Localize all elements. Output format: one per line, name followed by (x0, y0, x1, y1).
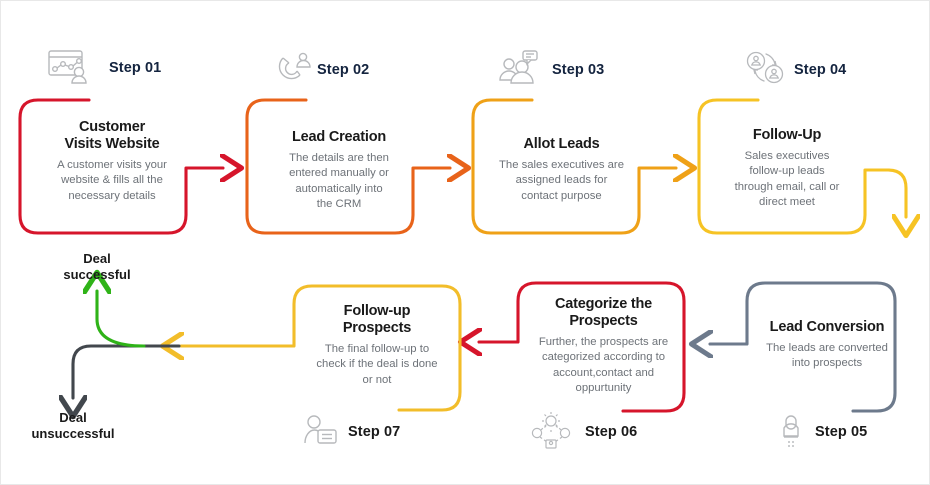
connector-step-03 (471, 98, 676, 235)
connector-step-07 (181, 284, 462, 412)
step-title-04: Follow-Up (752, 127, 822, 143)
team-chat-icon (497, 48, 541, 93)
step-card-04: Follow-Up Sales executives follow-up lea… (707, 127, 867, 211)
step-card-05: Lead Conversion The leads are converted … (753, 319, 901, 372)
step-desc-03: The sales executives are assigned leads … (499, 159, 624, 202)
step-label-01: Step 01 (109, 60, 162, 76)
connector-step-05 (710, 281, 897, 413)
step-card-02: Lead Creation The details are then enter… (259, 129, 419, 213)
website-analytics-user-icon (45, 48, 93, 93)
step-label-06: Step 06 (585, 424, 638, 440)
connector-step-02 (245, 98, 450, 235)
contact-card-person-icon (301, 411, 343, 456)
step-title-06: Categorize the Prospects (554, 296, 653, 329)
step-desc-01: A customer visits your website & fills a… (57, 159, 167, 202)
step-label-04: Step 04 (794, 62, 847, 78)
step-title-03: Allot Leads (523, 136, 600, 152)
deal-successful-label: Deal successful (63, 251, 131, 282)
step-label-07: Step 07 (348, 424, 401, 440)
step-title-07: Follow-up Prospects (342, 303, 412, 336)
connector-deal-unsuccessful (73, 344, 181, 398)
step-label-02: Step 02 (317, 62, 370, 78)
step-label-05: Step 05 (815, 424, 868, 440)
follow-up-cycle-icon (743, 48, 789, 93)
step-label-03: Step 03 (552, 62, 605, 78)
prospect-person-icon (777, 410, 805, 459)
step-card-03: Allot Leads The sales executives are ass… (479, 136, 644, 204)
step-desc-05: The leads are converted into prospects (766, 342, 888, 370)
step-desc-04: Sales executives follow-up leads through… (734, 150, 840, 209)
connector-step-06 (479, 281, 686, 413)
step-card-06: Categorize the Prospects Further, the pr… (522, 296, 685, 397)
step-title-01: Customer Visits Website (64, 119, 160, 152)
connector-step-01 (18, 98, 223, 235)
magnet-lead-icon (273, 48, 317, 93)
step-desc-07: The final follow-up to check if the deal… (316, 343, 438, 386)
connector-step-04 (697, 98, 906, 233)
step-card-07: Follow-up Prospects The final follow-up … (301, 303, 453, 388)
step-desc-02: The details are then entered manually or… (289, 152, 389, 211)
step-desc-06: Further, the prospects are categorized a… (538, 336, 669, 395)
step-title-02: Lead Creation (291, 129, 387, 145)
categorize-network-icon (529, 411, 573, 458)
step-card-01: Customer Visits Website A customer visit… (33, 119, 191, 204)
deal-unsuccessful-label: Deal unsuccessful (31, 410, 115, 441)
step-title-05: Lead Conversion (769, 319, 885, 335)
connector-deal-successful (97, 291, 146, 348)
